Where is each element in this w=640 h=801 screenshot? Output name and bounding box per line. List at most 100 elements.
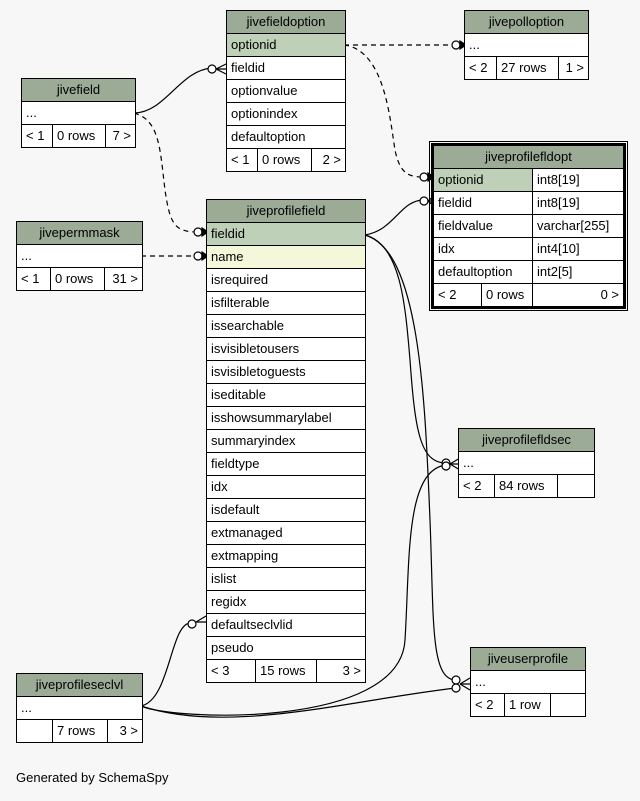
column-name: idx (434, 238, 533, 260)
column-ellipsis[interactable]: ... (471, 671, 585, 694)
column-fieldid[interactable]: fieldid (207, 223, 365, 246)
table-header[interactable]: jivepolloption (465, 11, 588, 34)
parents-count: < 1 (17, 268, 51, 290)
column-isvisibletousers[interactable]: isvisibletousers (207, 338, 365, 361)
column-idx[interactable]: idx int4[10] (434, 238, 623, 261)
edge-fieldid-profilefldopt (364, 199, 425, 236)
column-optionid[interactable]: optionid (227, 34, 345, 57)
table-footer: 7 rows 3 > (17, 720, 142, 742)
column-fieldid[interactable]: fieldid (227, 57, 345, 80)
column-type: varchar[255] (537, 218, 610, 233)
column-islist[interactable]: islist (207, 568, 365, 591)
column-isrequired[interactable]: isrequired (207, 269, 365, 292)
column-ellipsis[interactable]: ... (17, 697, 142, 720)
column-name[interactable]: name (207, 246, 365, 269)
column-name: fieldid (434, 192, 533, 214)
row-count: 84 rows (495, 475, 558, 497)
column-type: int2[5] (537, 264, 573, 279)
column-iseditable[interactable]: iseditable (207, 384, 365, 407)
table-header[interactable]: jiveprofileseclvl (17, 674, 142, 697)
table-footer: < 1 0 rows 2 > (227, 149, 345, 171)
column-type: int8[19] (537, 195, 580, 210)
column-extmanaged[interactable]: extmanaged (207, 522, 365, 545)
row-count: 0 rows (51, 268, 105, 290)
table-header[interactable]: jiveprofilefield (207, 200, 365, 223)
children-count: 2 > (322, 152, 341, 167)
table-jiveprofilefldopt[interactable]: jiveprofilefldopt optionid int8[19] fiel… (429, 141, 628, 311)
parents-count: < 3 (207, 660, 256, 682)
edge-fieldid-userprofile (364, 234, 457, 681)
table-jivepermmask[interactable]: jivepermmask ... < 1 0 rows 31 > (16, 221, 143, 291)
column-fieldtype[interactable]: fieldtype (207, 453, 365, 476)
row-count: 1 row (505, 694, 551, 716)
children-count (551, 694, 585, 716)
table-footer: < 2 84 rows (459, 475, 594, 497)
table-header[interactable]: jiveprofilefldopt (434, 146, 623, 169)
column-optionid[interactable]: optionid int8[19] (434, 169, 623, 192)
column-issearchable[interactable]: issearchable (207, 315, 365, 338)
row-count: 15 rows (256, 660, 317, 682)
column-isdefault[interactable]: isdefault (207, 499, 365, 522)
children-count: 31 > (112, 271, 138, 286)
table-jiveprofilefldsec[interactable]: jiveprofilefldsec ... < 2 84 rows (458, 428, 595, 498)
column-optionvalue[interactable]: optionvalue (227, 80, 345, 103)
table-header[interactable]: jivefield (22, 79, 135, 102)
table-footer: < 1 0 rows 31 > (17, 268, 142, 290)
column-summaryindex[interactable]: summaryindex (207, 430, 365, 453)
table-jiveprofilefield[interactable]: jiveprofilefield fieldid name isrequired… (206, 199, 366, 683)
table-footer: < 2 1 row (471, 694, 585, 716)
column-defaultseclvlid[interactable]: defaultseclvlid (207, 614, 365, 637)
table-jivepolloption[interactable]: jivepolloption ... < 2 27 rows 1 > (464, 10, 589, 80)
table-jivefieldoption[interactable]: jivefieldoption optionid fieldid optionv… (226, 10, 346, 172)
table-header[interactable]: jiveuserprofile (471, 648, 585, 671)
parents-count: < 2 (459, 475, 495, 497)
column-ellipsis[interactable]: ... (459, 452, 594, 475)
parents-count: < 1 (227, 149, 258, 171)
parents-count: < 2 (465, 57, 497, 79)
column-name: defaultoption (434, 261, 533, 283)
table-footer: < 2 0 rows 0 > (434, 284, 623, 306)
table-jiveprofileseclvl[interactable]: jiveprofileseclvl ... 7 rows 3 > (16, 673, 143, 743)
edge-seclvl-profilefield (140, 622, 191, 707)
column-isvisibletoguests[interactable]: isvisibletoguests (207, 361, 365, 384)
row-count: 7 rows (53, 720, 108, 742)
column-pseudo[interactable]: pseudo (207, 637, 365, 660)
row-count: 0 rows (482, 284, 533, 306)
edge-jivefield-fieldoption (133, 67, 213, 114)
column-name: optionid (434, 169, 533, 191)
column-ellipsis[interactable]: ... (22, 102, 135, 125)
table-footer: < 3 15 rows 3 > (207, 660, 365, 682)
column-type: int8[19] (537, 172, 580, 187)
column-name: fieldvalue (434, 215, 533, 237)
table-jiveuserprofile[interactable]: jiveuserprofile ... < 2 1 row (470, 647, 586, 717)
column-defaultoption[interactable]: defaultoption int2[5] (434, 261, 623, 284)
table-footer: < 2 27 rows 1 > (465, 57, 588, 79)
edge-jivefield-profilefield (133, 112, 199, 233)
table-header[interactable]: jivepermmask (17, 222, 142, 245)
table-jivefield[interactable]: jivefield ... < 1 0 rows 7 > (21, 78, 136, 148)
column-isshowsummarylabel[interactable]: isshowsummarylabel (207, 407, 365, 430)
column-extmapping[interactable]: extmapping (207, 545, 365, 568)
column-fieldid[interactable]: fieldid int8[19] (434, 192, 623, 215)
column-isfilterable[interactable]: isfilterable (207, 292, 365, 315)
column-fieldvalue[interactable]: fieldvalue varchar[255] (434, 215, 623, 238)
column-defaultoption[interactable]: defaultoption (227, 126, 345, 149)
children-count: 3 > (342, 663, 361, 678)
parents-count (17, 720, 53, 742)
children-count: 0 > (600, 287, 619, 302)
row-count: 27 rows (497, 57, 559, 79)
column-ellipsis[interactable]: ... (17, 245, 142, 268)
column-idx[interactable]: idx (207, 476, 365, 499)
column-ellipsis[interactable]: ... (465, 34, 588, 57)
edge-seclvl-profilefldsec (140, 464, 447, 716)
table-header[interactable]: jiveprofilefldsec (459, 429, 594, 452)
parents-count: < 1 (22, 125, 53, 147)
column-regidx[interactable]: regidx (207, 591, 365, 614)
generated-by-label: Generated by SchemaSpy (16, 770, 169, 785)
edge-seclvl-userprofile (140, 687, 457, 718)
table-header[interactable]: jivefieldoption (227, 11, 345, 34)
column-optionindex[interactable]: optionindex (227, 103, 345, 126)
children-count (558, 475, 594, 497)
column-type: int4[10] (537, 241, 580, 256)
